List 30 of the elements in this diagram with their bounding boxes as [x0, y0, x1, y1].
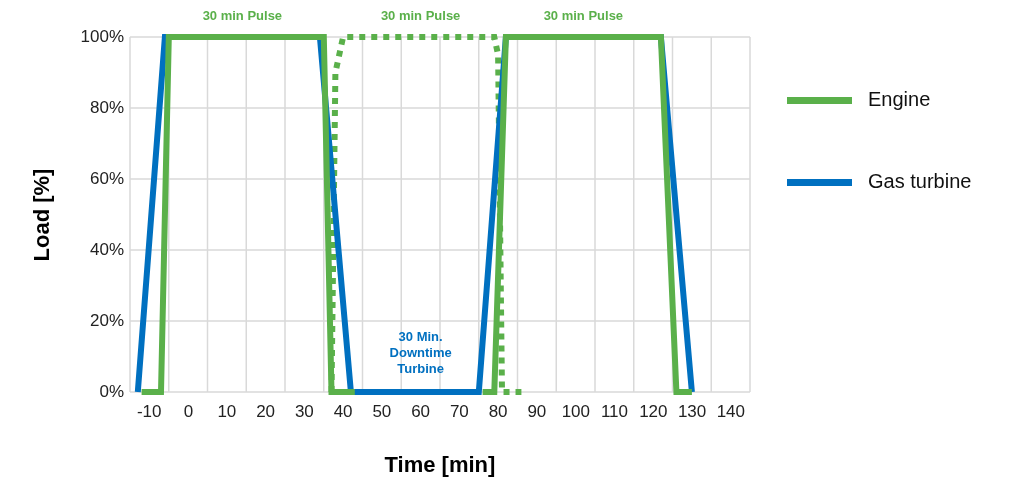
- axis-tick-label: 60%: [89, 169, 124, 189]
- axis-tick-label: 70: [449, 402, 469, 422]
- axis-tick-label: 20: [256, 402, 276, 422]
- chart-annotation: 30 min Pulse: [379, 7, 462, 24]
- axis-tick-label: -10: [136, 402, 162, 422]
- axis-tick-label: 110: [600, 402, 628, 422]
- axis-tick-label: 90: [527, 402, 547, 422]
- axis-tick-label: 100: [561, 402, 590, 422]
- axis-tick-label: 30: [294, 402, 314, 422]
- axis-tick-label: 10: [217, 402, 237, 422]
- axis-tick-label: 80%: [89, 98, 124, 118]
- legend-label: Engine: [868, 88, 931, 111]
- axis-title: Time [min]: [384, 452, 496, 478]
- chart-annotation: 30 min Pulse: [542, 7, 625, 24]
- axis-tick-label: 50: [372, 402, 392, 422]
- chart-annotation: 30 Min. Downtime Turbine: [388, 328, 453, 377]
- axis-tick-label: 80: [488, 402, 508, 422]
- axis-tick-label: 0%: [99, 382, 124, 402]
- axis-tick-label: 130: [677, 402, 707, 422]
- axis-tick-label: 60: [411, 402, 431, 422]
- axis-tick-label: 40%: [89, 240, 124, 260]
- legend-label: Gas turbine: [868, 170, 972, 193]
- axis-tick-label: 0: [183, 402, 194, 422]
- axis-tick-label: 100%: [80, 27, 124, 47]
- chart-annotation: 30 min Pulse: [201, 7, 284, 24]
- axis-title: Load [%]: [28, 168, 55, 262]
- axis-tick-label: 120: [639, 402, 668, 422]
- axis-tick-label: 140: [716, 402, 745, 422]
- axis-tick-label: 20%: [89, 311, 124, 331]
- axis-tick-label: 40: [333, 402, 353, 422]
